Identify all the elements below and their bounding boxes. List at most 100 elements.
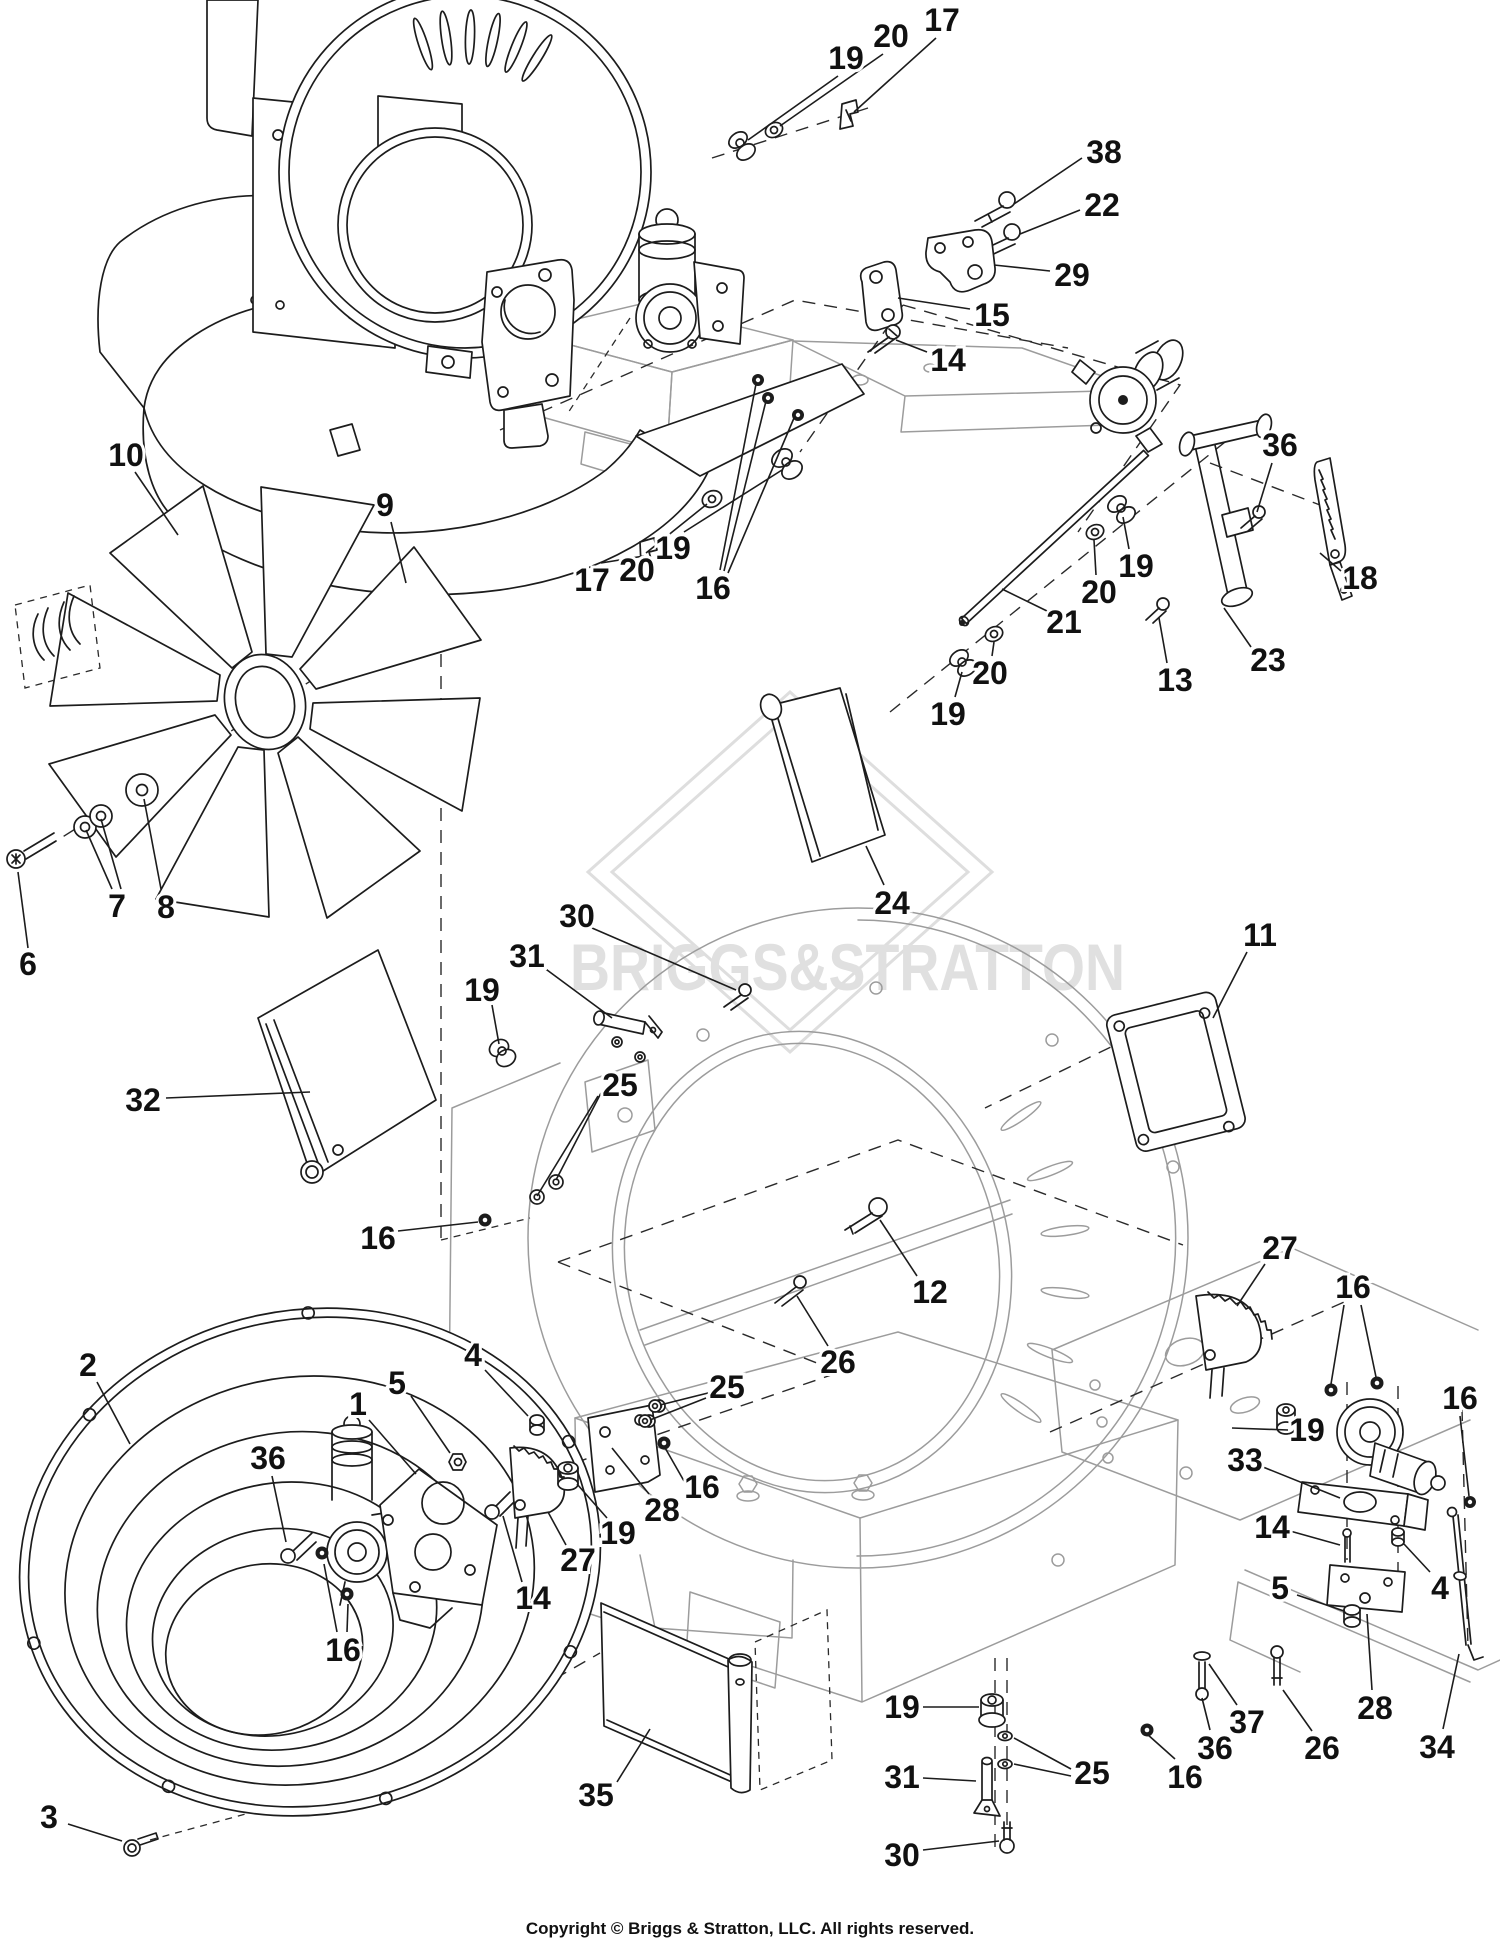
callout-leader-17 — [853, 37, 937, 113]
callout-36: 36 — [1262, 427, 1298, 463]
part-housing-bolts — [774, 1197, 888, 1307]
part-fan — [48, 485, 482, 919]
callout-16: 16 — [360, 1220, 396, 1256]
callout-leader-34 — [1442, 1653, 1460, 1730]
callout-leader-16 — [663, 1445, 685, 1482]
callout-22: 22 — [1084, 187, 1120, 223]
callout-leader-28 — [1366, 1613, 1373, 1691]
callout-leader-16 — [719, 383, 757, 571]
part-key-slot-box — [14, 584, 101, 689]
briggs-stratton-watermark: BRIGGS&STRATTON ® — [570, 689, 1164, 1055]
callout-leader-28 — [611, 1447, 650, 1495]
part-mount-plate-top — [481, 258, 575, 449]
callout-leader-16 — [346, 1603, 349, 1633]
leader-lines — [17, 37, 1470, 1851]
callout-19: 19 — [930, 696, 966, 732]
callout-16: 16 — [1167, 1759, 1203, 1795]
part-front-panel — [600, 1602, 753, 1794]
callout-leader-14 — [895, 339, 928, 353]
callout-19: 19 — [1118, 548, 1154, 584]
callout-leader-12 — [879, 1219, 918, 1277]
callout-leader-9 — [390, 521, 407, 584]
callout-leader-14 — [1289, 1530, 1341, 1546]
callout-4: 4 — [464, 1337, 482, 1373]
callout-30: 30 — [559, 898, 595, 934]
part-hardware-bottomright — [1140, 1506, 1484, 1737]
callout-leader-2 — [96, 1381, 131, 1445]
callout-19: 19 — [828, 40, 864, 76]
callout-26: 26 — [820, 1344, 856, 1380]
callout-12: 12 — [912, 1274, 948, 1310]
callout-13: 13 — [1157, 662, 1193, 698]
callout-4: 4 — [1431, 1570, 1449, 1606]
part-actuator-motor-top — [635, 208, 745, 353]
callout-leader-23 — [1223, 607, 1252, 648]
callout-14: 14 — [930, 342, 966, 378]
callout-leader-38 — [1013, 157, 1083, 205]
part-hardware-mid — [639, 374, 804, 566]
callout-19: 19 — [464, 972, 500, 1008]
part-sector-gear-right — [1195, 1291, 1273, 1399]
callout-leader-15 — [897, 297, 971, 310]
callout-leader-6 — [17, 871, 29, 949]
callout-leader-16 — [323, 1563, 338, 1633]
callout-19: 19 — [1289, 1412, 1325, 1448]
callout-28: 28 — [1357, 1690, 1393, 1726]
callout-19: 19 — [600, 1515, 636, 1551]
part-actuator-motor-right — [1071, 339, 1184, 453]
callout-38: 38 — [1086, 134, 1122, 170]
callout-leader-30 — [591, 927, 737, 991]
callout-5: 5 — [388, 1365, 406, 1401]
callout-17: 17 — [574, 562, 610, 598]
callout-leader-16 — [1459, 1415, 1470, 1497]
callout-5: 5 — [1271, 1570, 1289, 1606]
callout-leader-16 — [1360, 1304, 1377, 1378]
callout-14: 14 — [515, 1580, 551, 1616]
callout-leader-36 — [271, 1475, 287, 1543]
part-pivot-pin-upper — [478, 983, 752, 1227]
callout-leader-37 — [1208, 1663, 1238, 1706]
part-hardware-top — [728, 99, 1021, 354]
callout-36: 36 — [1197, 1730, 1233, 1766]
callout-26: 26 — [1304, 1730, 1340, 1766]
callout-25: 25 — [1074, 1755, 1110, 1791]
part-hardware-gear-right — [1276, 1376, 1476, 1508]
callout-leader-16 — [1330, 1304, 1345, 1385]
callout-leader-16 — [727, 417, 795, 574]
callout-leader-19 — [747, 75, 839, 141]
callout-leader-3 — [67, 1823, 123, 1842]
callout-leader-36 — [1201, 1697, 1211, 1731]
callout-20: 20 — [619, 552, 655, 588]
part-fan-bolt-washers — [6, 773, 159, 869]
callout-9: 9 — [376, 487, 394, 523]
callout-8: 8 — [157, 889, 175, 925]
part-cone-bolt — [123, 1832, 159, 1857]
callout-1: 1 — [349, 1386, 367, 1422]
callout-25: 25 — [709, 1369, 745, 1405]
callout-leader-1 — [368, 1419, 417, 1475]
callout-18: 18 — [1342, 560, 1378, 596]
callout-leader-25 — [649, 1397, 707, 1421]
callout-27: 27 — [560, 1542, 596, 1578]
part-mount-plate-left — [379, 1468, 498, 1629]
watermark-text: BRIGGS&STRATTON — [570, 930, 1125, 1004]
part-actuator-motor-bottomright — [1336, 1398, 1446, 1496]
callout-leader-17 — [600, 555, 645, 564]
callout-36: 36 — [250, 1440, 286, 1476]
callout-31: 31 — [884, 1759, 920, 1795]
callout-10: 10 — [108, 437, 144, 473]
callout-leader-25 — [555, 1092, 602, 1181]
callout-leader-20 — [991, 641, 995, 657]
callout-leader-22 — [1019, 209, 1081, 235]
callout-leader-4 — [1403, 1543, 1431, 1573]
callout-leader-19 — [491, 1004, 500, 1045]
callout-leader-14 — [502, 1515, 523, 1583]
callout-25: 25 — [602, 1067, 638, 1103]
callout-leader-7 — [100, 818, 122, 890]
callout-33: 33 — [1227, 1442, 1263, 1478]
part-actuator-motor-left — [326, 1415, 391, 1606]
callout-21: 21 — [1046, 604, 1082, 640]
